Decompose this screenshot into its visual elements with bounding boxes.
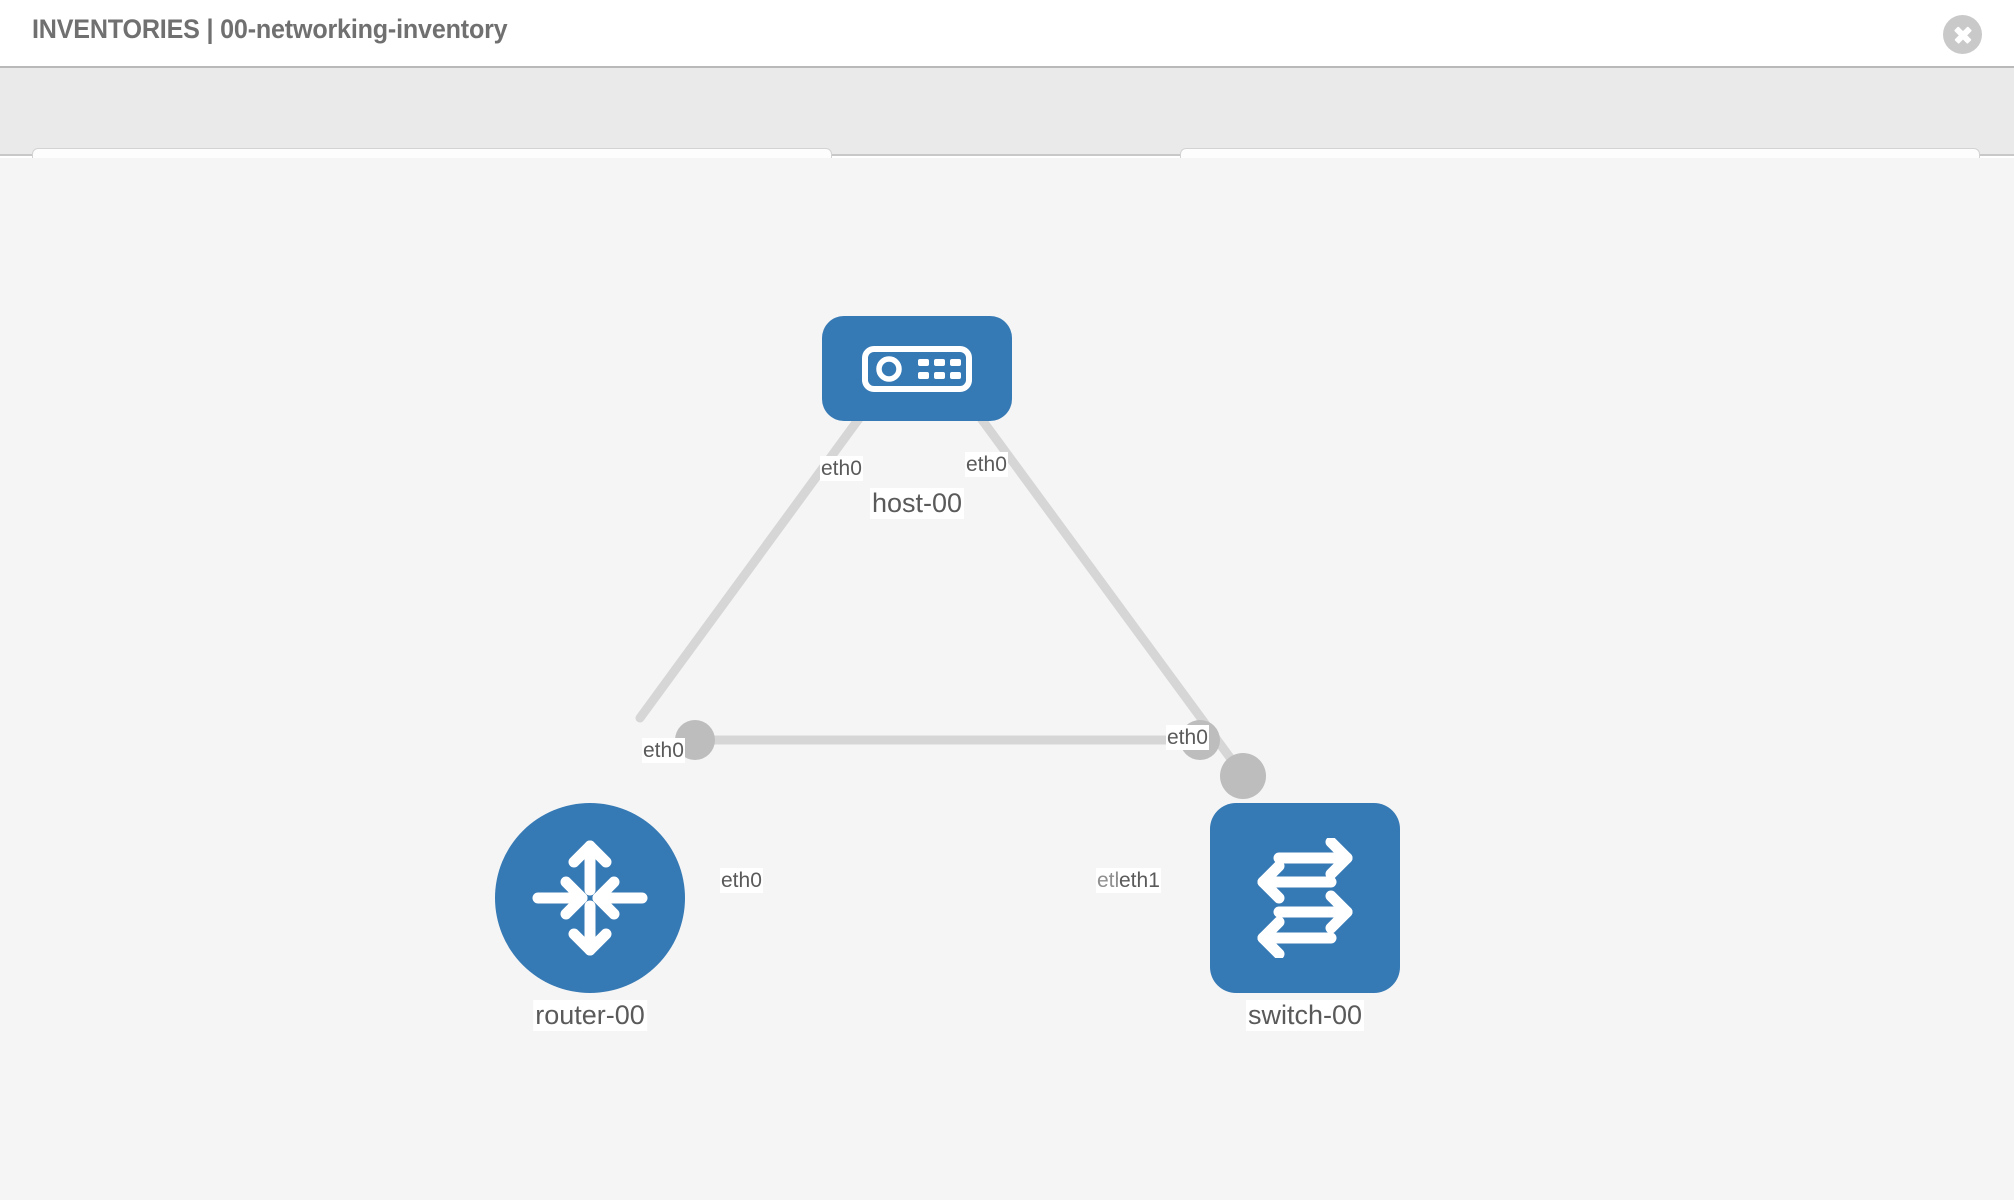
node-switch-00[interactable]: switch-00 [1210,803,1400,1032]
router-node-shape[interactable] [495,803,685,993]
port-router-right [675,720,715,760]
server-appliance-icon [862,345,972,392]
close-icon[interactable] [1943,15,1982,54]
page-title: INVENTORIES | 00-networking-inventory [32,14,508,44]
iface-label-router-up: eth0 [642,738,685,764]
switch-arrows-icon [1257,838,1353,958]
iface-label-router-right: eth0 [720,868,763,894]
iface-label-switch-up: eth0 [1166,725,1209,751]
node-label-router: router-00 [533,1000,647,1032]
iface-label-switch-left-over: eth1 [1118,868,1161,894]
toolbar: ACTIONS SEARCH [0,68,2014,200]
iface-label-host-left: eth0 [820,456,863,482]
edge-host-router [635,378,890,723]
switch-node-shape[interactable] [1210,803,1400,993]
router-arrows-icon [532,840,648,956]
host-node-shape[interactable] [822,316,1012,421]
node-router-00[interactable]: router-00 [495,803,685,1032]
page-header: INVENTORIES | 00-networking-inventory [0,0,2014,68]
topology-edges [635,325,1266,799]
node-label-switch: switch-00 [1245,1000,1365,1032]
node-host-00[interactable]: host-00 [822,316,1012,520]
edge-host-switch [950,378,1250,783]
topology-canvas[interactable]: host-00 [0,158,2014,1200]
node-label-host: host-00 [869,488,965,520]
port-switch-top-left [1220,753,1266,799]
iface-label-host-right: eth0 [965,452,1008,478]
